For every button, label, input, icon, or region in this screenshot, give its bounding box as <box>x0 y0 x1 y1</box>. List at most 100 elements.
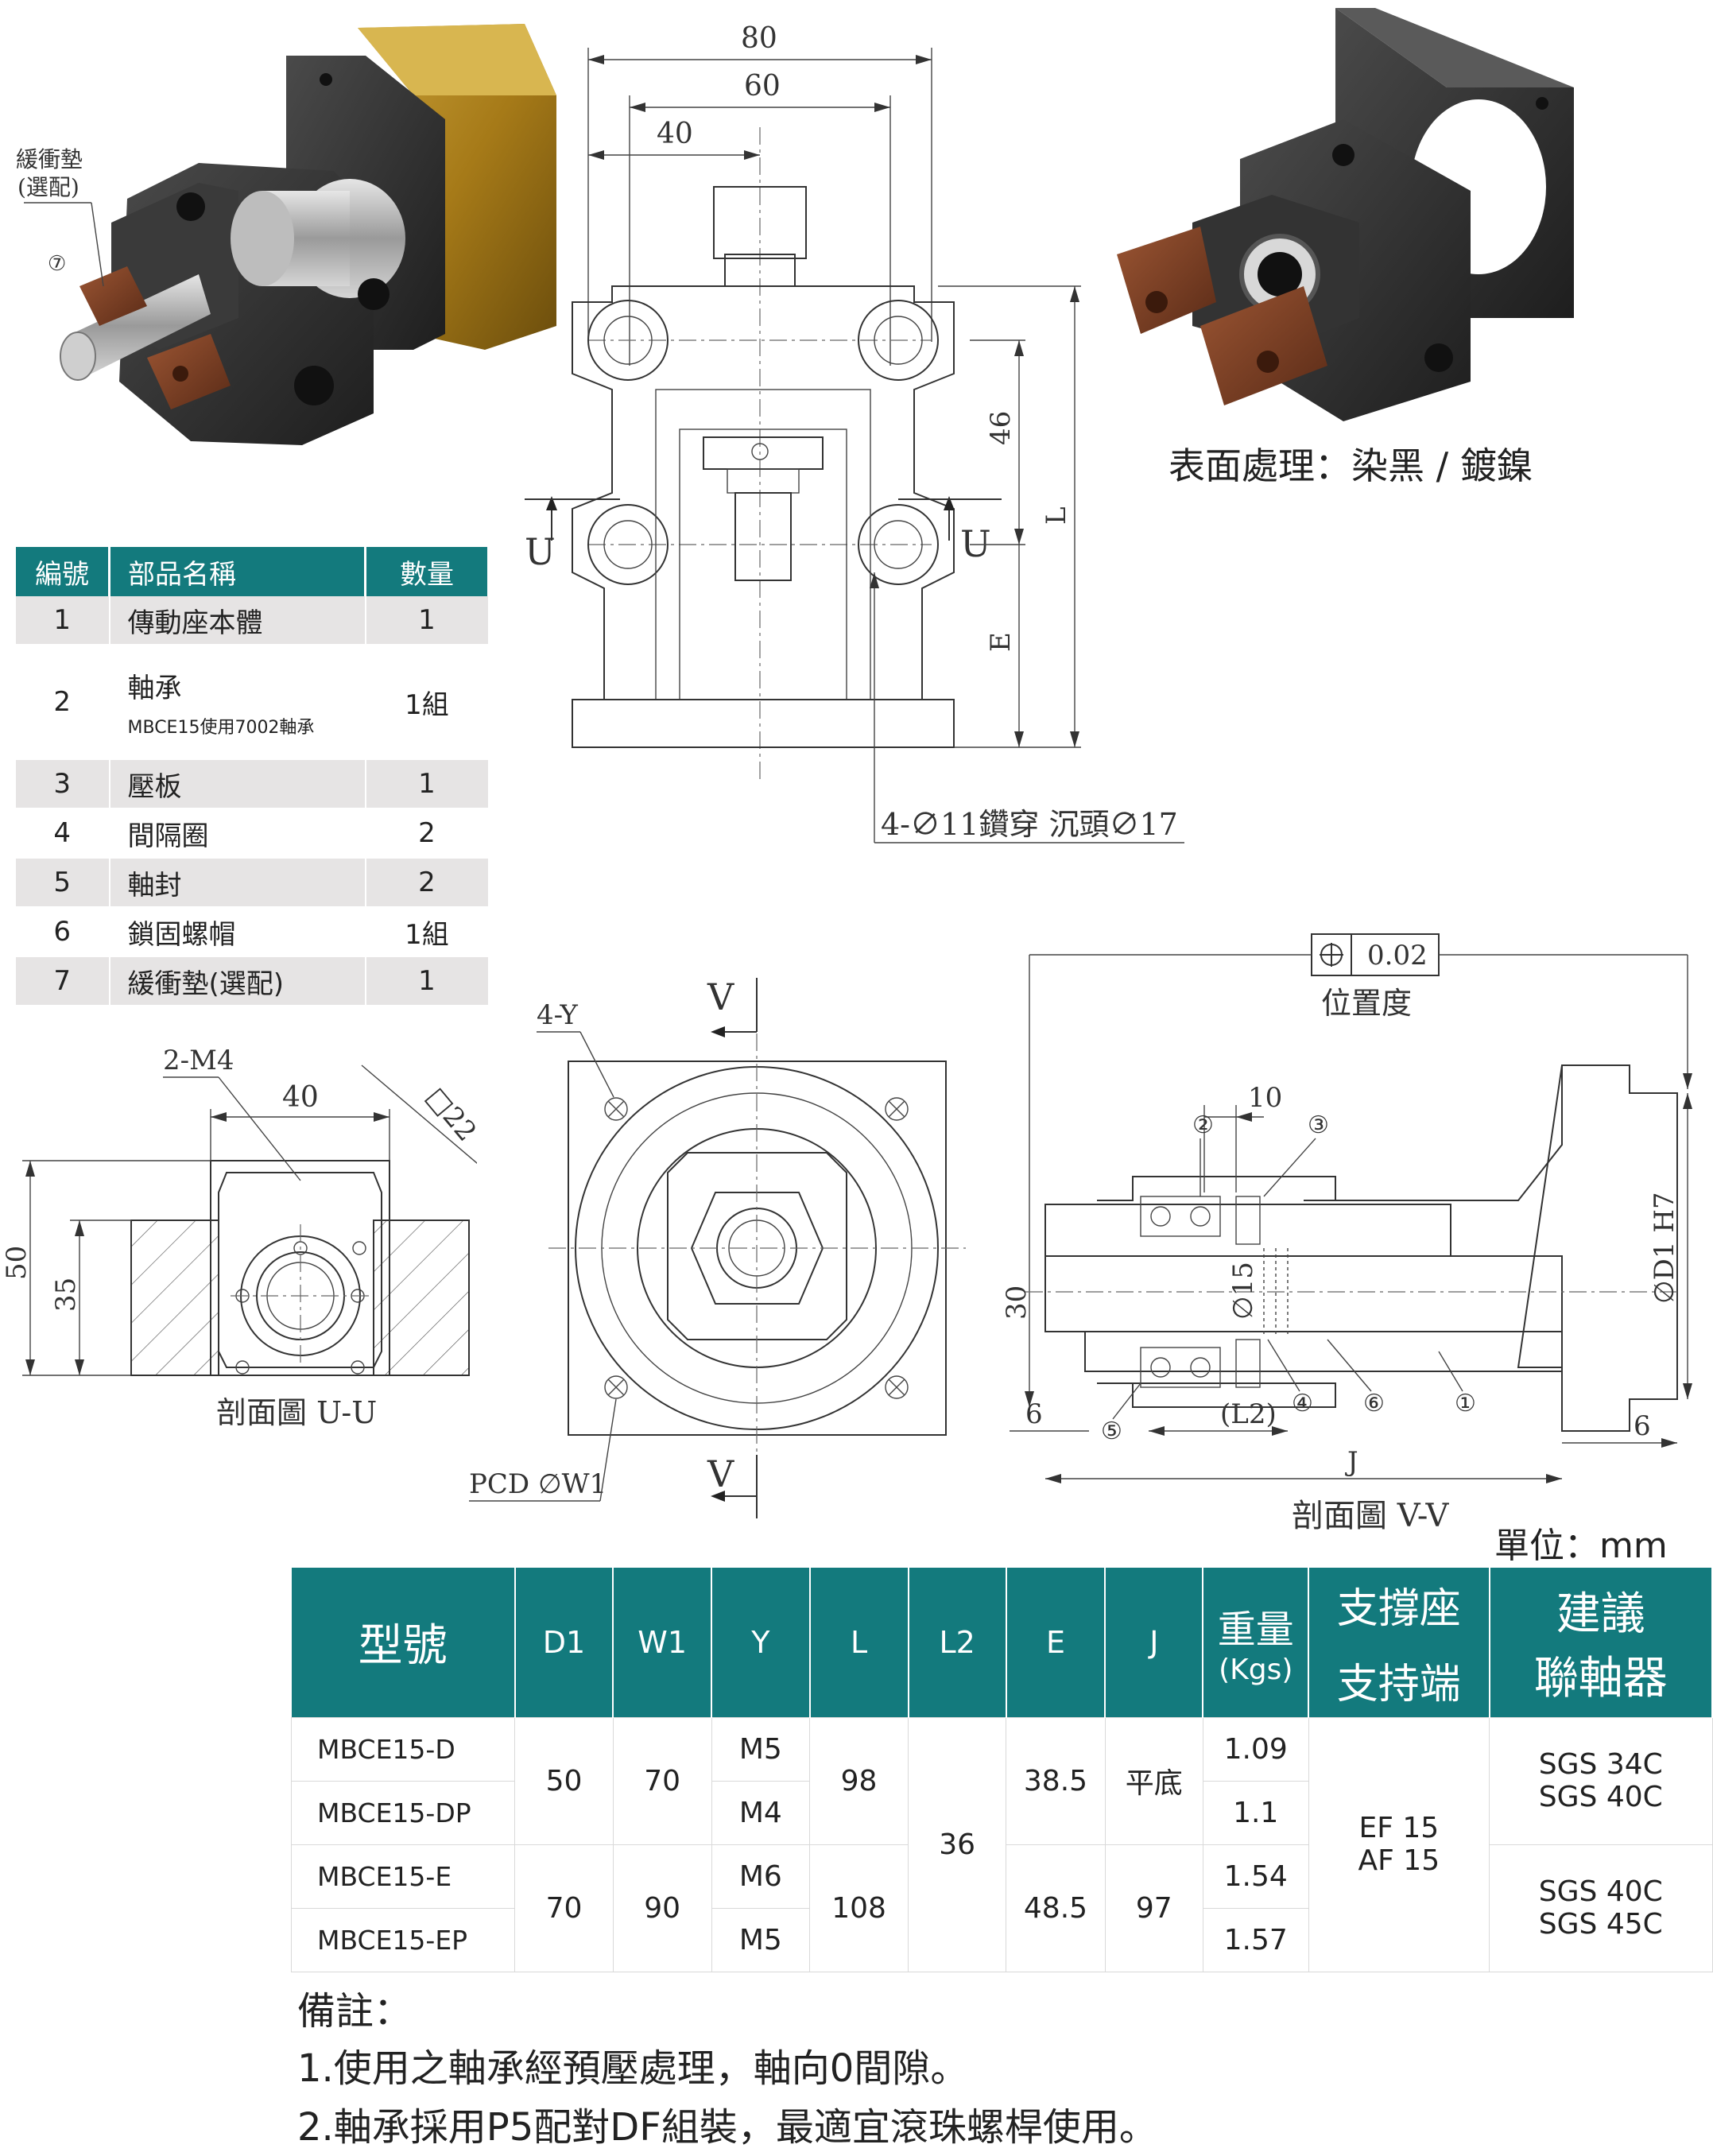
spec-row: MBCE15-E 70 90 M6 108 48.5 97 1.54 SGS 4… <box>290 1844 1713 1972</box>
spec-support: EF 15 <box>1358 1812 1440 1844</box>
top-view-drawing: 80 60 40 U U 46 E L 4-∅11鑽穿 沉頭∅17 <box>525 22 1184 843</box>
section-uu-drawing: 40 2-M4 □22 50 35 剖面圖 U-U <box>1 1045 477 1430</box>
spec-l2: 36 <box>908 1716 1007 1972</box>
spec-d1: 50 <box>514 1716 614 1845</box>
parts-header-name: 部品名稱 <box>109 547 366 596</box>
spec-header-l2: L2 <box>908 1568 1007 1717</box>
part-qty: 2 <box>365 858 490 908</box>
dim-l: L <box>1041 506 1072 525</box>
spec-j: 97 <box>1104 1844 1203 1972</box>
spec-model: MBCE15-DP <box>290 1780 516 1845</box>
spec-coupling: SGS 34C <box>1538 1748 1663 1781</box>
product-render-body <box>1117 8 1574 421</box>
dim-e: E <box>985 632 1017 652</box>
spec-table: 型號 D1 W1 Y L L2 E J 重量(Kgs) 支撐座支持端 建議聯軸器… <box>290 1568 1713 1972</box>
part-qty: 1組 <box>365 907 490 957</box>
part-name: 緩衝墊(選配) <box>109 956 366 1006</box>
part-qty: 1組 <box>365 645 490 760</box>
section-mark-v-top: V <box>707 978 734 1018</box>
spec-weight: 1.54 <box>1202 1844 1309 1909</box>
vv-dim-6a: 6 <box>1025 1398 1043 1430</box>
spec-model: MBCE15-D <box>290 1716 516 1782</box>
part-name: 鎖固螺帽 <box>109 907 366 957</box>
unit-label: 單位：mm <box>1494 1526 1668 1566</box>
parts-header-no: 編號 <box>16 547 110 596</box>
vv-tol: 0.02 <box>1367 940 1428 971</box>
part-name: 壓板 <box>109 759 366 809</box>
note-item-2: 2.軸承採用P5配對DF組裝，最適宜滾珠螺桿使用。 <box>297 2105 1157 2150</box>
parts-row: 6 鎖固螺帽 1組 <box>16 907 490 957</box>
uu-dim-50: 50 <box>1 1246 33 1280</box>
parts-row: 4 間隔圈 2 <box>16 808 490 859</box>
vv-pos-label: 位置度 <box>1321 986 1412 1021</box>
spec-row: MBCE15-D 50 70 M5 98 36 38.5 平底 1.09 EF … <box>290 1716 1713 1972</box>
spec-header-j: J <box>1105 1568 1204 1717</box>
note-item-1: 1.使用之軸承經預壓處理，軸向0間隙。 <box>297 2046 969 2091</box>
spec-d1: 70 <box>514 1844 614 1972</box>
spec-w1: 90 <box>612 1844 712 1972</box>
spec-header-coupling: 建議 <box>1556 1588 1645 1640</box>
uu-dim-40: 40 <box>282 1081 319 1114</box>
part-name: 間隔圈 <box>109 808 366 859</box>
vv-n5: ⑤ <box>1101 1417 1122 1445</box>
vv-j: J <box>1345 1446 1358 1478</box>
vv-n4: ④ <box>1292 1390 1313 1417</box>
spec-header-support-end: 支持端 <box>1336 1660 1461 1708</box>
hole-note: 4-∅11鑽穿 沉頭∅17 <box>881 807 1178 842</box>
spec-header-support: 支撐座 <box>1336 1584 1461 1633</box>
vv-dim-10: 10 <box>1248 1082 1282 1114</box>
dim-80: 80 <box>741 22 777 55</box>
section-mark-v-bottom: V <box>707 1452 734 1495</box>
surface-treatment: 表面處理：染黑 / 鍍鎳 <box>1168 444 1533 487</box>
vv-n3: ③ <box>1308 1111 1329 1139</box>
part-no: 2 <box>16 645 110 760</box>
part-qty: 2 <box>365 808 490 859</box>
spec-model: MBCE15-EP <box>290 1907 516 1972</box>
vv-dim-30: 30 <box>1001 1285 1033 1320</box>
parts-row: 5 軸封 2 <box>16 858 490 908</box>
spec-weight: 1.1 <box>1202 1780 1309 1845</box>
parts-row: 3 壓板 1 <box>16 759 490 809</box>
notes-title: 備註： <box>297 1989 413 2034</box>
part-no: 1 <box>16 596 110 646</box>
front-4y: 4-Y <box>537 999 578 1031</box>
spec-weight: 1.57 <box>1202 1907 1309 1972</box>
buffer-num: ⑦ <box>48 252 66 276</box>
dim-60: 60 <box>744 70 781 103</box>
spec-header-weight: 重量 <box>1217 1607 1294 1653</box>
section-mark-u-left: U <box>525 530 556 573</box>
vv-caption: 剖面圖 V-V <box>1292 1498 1450 1534</box>
spec-header-w1: W1 <box>613 1568 713 1717</box>
buffer-label-1: 緩衝墊 <box>16 146 83 173</box>
parts-row: 1 傳動座本體 1 <box>16 596 490 646</box>
section-mark-u-right: U <box>960 522 991 565</box>
vv-n2: ② <box>1192 1111 1214 1139</box>
section-vv-drawing: 0.02 位置度 10 ∅15 30 ∅D1 H7 6 (L2) 6 J ② ③… <box>1001 933 1692 1534</box>
spec-coupling: SGS 40C <box>1538 1781 1663 1813</box>
spec-coupling: SGS 40C <box>1538 1875 1663 1908</box>
part-no: 7 <box>16 956 110 1006</box>
part-name: 軸封 <box>109 858 366 908</box>
vv-n1: ① <box>1455 1390 1476 1417</box>
part-qty: 1 <box>365 596 490 646</box>
vv-n6: ⑥ <box>1363 1390 1385 1417</box>
spec-weight: 1.09 <box>1202 1716 1309 1782</box>
part-no: 6 <box>16 907 110 957</box>
spec-header-e: E <box>1006 1568 1106 1717</box>
parts-header-qty: 數量 <box>365 547 490 596</box>
part-no: 3 <box>16 759 110 809</box>
product-render-assembly: 緩衝墊 (選配) ⑦ <box>16 24 556 445</box>
buffer-label-2: (選配) <box>17 174 79 200</box>
vv-dim-15: ∅15 <box>1227 1262 1259 1320</box>
spec-e: 48.5 <box>1006 1844 1106 1972</box>
spec-y: M6 <box>711 1844 811 1909</box>
parts-row: 7 緩衝墊(選配) 1 <box>16 956 490 1006</box>
spec-y: M4 <box>711 1780 811 1845</box>
spec-header-model: 型號 <box>291 1568 516 1717</box>
spec-header-l: L <box>809 1568 909 1717</box>
vv-dim-6b: 6 <box>1634 1410 1651 1442</box>
spec-y: M5 <box>711 1907 811 1972</box>
part-no: 4 <box>16 808 110 859</box>
part-qty: 1 <box>365 759 490 809</box>
